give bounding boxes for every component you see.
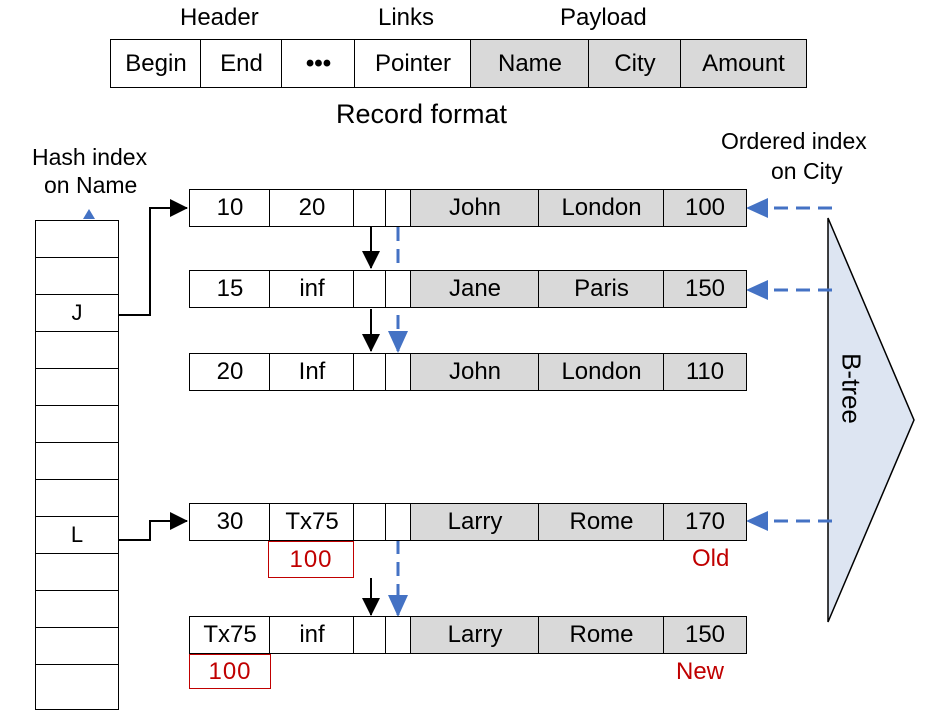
hash-bucket xyxy=(35,220,119,258)
record-amount: 150 xyxy=(663,616,747,654)
format-field-city: City xyxy=(588,39,682,88)
record-city: Rome xyxy=(538,616,665,654)
record-amount: 150 xyxy=(663,270,747,308)
new-version-label: New xyxy=(676,658,725,685)
record-amount: 100 xyxy=(663,189,747,227)
hash-index-pointer-icon xyxy=(83,209,95,219)
btree-label: B-tree xyxy=(836,353,867,424)
hash-index-subtitle: on Name xyxy=(44,172,138,198)
links-group-label: Links xyxy=(378,4,435,31)
hash-bucket xyxy=(35,368,119,406)
record-link-1 xyxy=(353,353,387,391)
hash-bucket-j: J xyxy=(35,294,119,332)
format-field-more: ••• xyxy=(281,39,356,88)
hash-bucket xyxy=(35,479,119,517)
record-format-caption: Record format xyxy=(336,99,508,129)
record-name: Jane xyxy=(410,270,540,308)
record-end: inf xyxy=(269,616,355,654)
hash-bucket xyxy=(35,405,119,443)
record-city: London xyxy=(538,353,665,391)
record-begin: 10 xyxy=(189,189,271,227)
ordered-index-title: Ordered index xyxy=(721,128,867,154)
old-version-label: Old xyxy=(692,545,730,572)
ordered-index-subtitle: on City xyxy=(771,158,843,184)
hash-bucket xyxy=(35,590,119,628)
record-city: London xyxy=(538,189,665,227)
hash-bucket xyxy=(35,553,119,591)
record-name: Larry xyxy=(410,616,540,654)
record-begin: 15 xyxy=(189,270,271,308)
record-link-2 xyxy=(385,353,412,391)
record-end: Inf xyxy=(269,353,355,391)
hash-l-link xyxy=(119,512,188,541)
record-end: inf xyxy=(269,270,355,308)
record-link-1 xyxy=(353,616,387,654)
record-amount: 110 xyxy=(663,353,747,391)
record-amount: 170 xyxy=(663,503,747,541)
hash-bucket xyxy=(35,664,119,710)
hash-index-title: Hash index xyxy=(32,144,148,170)
new-begin-timestamp-box: 100 xyxy=(189,654,271,689)
record-link-1 xyxy=(353,189,387,227)
record-end: 20 xyxy=(269,189,355,227)
hash-bucket xyxy=(35,331,119,369)
record-begin: 30 xyxy=(189,503,271,541)
btree-shape xyxy=(827,217,915,623)
record-name: Larry xyxy=(410,503,540,541)
old-end-timestamp-box: 100 xyxy=(268,541,354,578)
record-link-1 xyxy=(353,503,387,541)
hash-bucket-l: L xyxy=(35,516,119,554)
record-city: Rome xyxy=(538,503,665,541)
record-begin: Tx75 xyxy=(189,616,271,654)
header-group-label: Header xyxy=(180,4,259,31)
record-name: John xyxy=(410,353,540,391)
payload-group-label: Payload xyxy=(560,4,647,31)
hash-bucket xyxy=(35,627,119,665)
record-begin: 20 xyxy=(189,353,271,391)
hash-bucket xyxy=(35,442,119,480)
hash-j-link xyxy=(119,199,188,316)
format-field-pointer: Pointer xyxy=(354,39,472,88)
format-field-end: End xyxy=(200,39,283,88)
record-end: Tx75 xyxy=(269,503,355,541)
record-link-2 xyxy=(385,270,412,308)
format-field-name: Name xyxy=(470,39,590,88)
format-field-amount: Amount xyxy=(680,39,807,88)
hash-bucket xyxy=(35,257,119,295)
record-city: Paris xyxy=(538,270,665,308)
record-link-2 xyxy=(385,189,412,227)
record-name: John xyxy=(410,189,540,227)
format-field-begin: Begin xyxy=(110,39,202,88)
record-link-1 xyxy=(353,270,387,308)
record-link-2 xyxy=(385,503,412,541)
record-link-2 xyxy=(385,616,412,654)
